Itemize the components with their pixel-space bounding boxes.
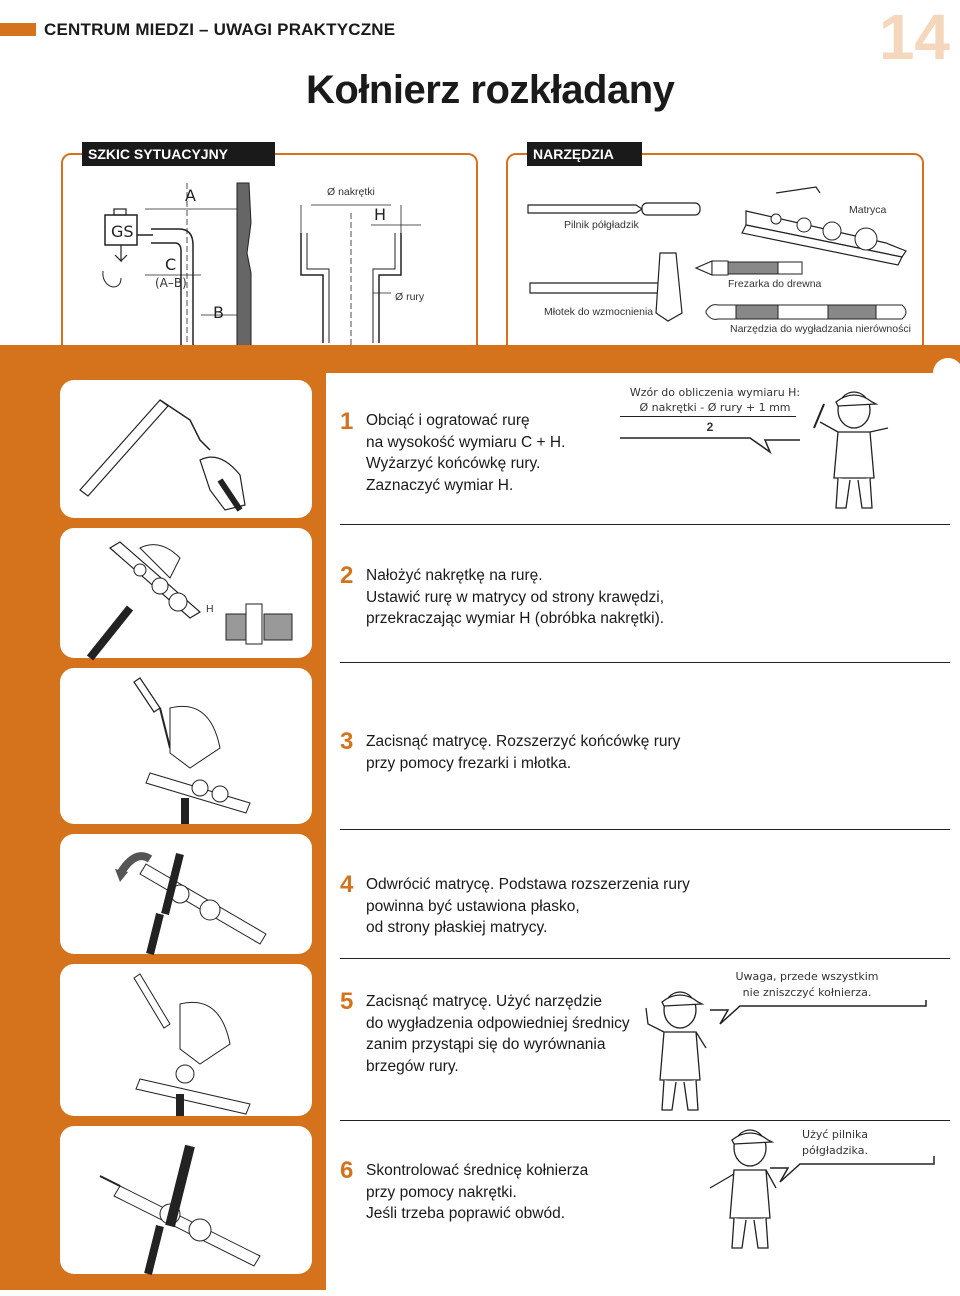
step-6-illustration — [60, 1126, 312, 1275]
step-4-illustration — [60, 834, 312, 955]
sketch-label-gs: GS — [111, 222, 134, 241]
separator-3 — [340, 829, 950, 830]
step-1-number: 1 — [340, 408, 354, 435]
checking-drawing — [99, 1144, 261, 1275]
sketch-panel — [61, 153, 478, 363]
step-2-illustration: H — [60, 528, 312, 661]
step-3-text: Zacisnąć matrycę. Rozszerzyć końcówkę ru… — [366, 733, 681, 772]
tool-label-hammer: Młotek do wzmocnienia — [544, 306, 654, 318]
separator-5 — [340, 1120, 950, 1121]
page-number: 14 — [878, 1, 950, 73]
tools-panel — [506, 153, 924, 363]
separator-2 — [340, 662, 950, 663]
sketch-label-pipe-diameter: Ø rury — [395, 291, 425, 303]
file-bubble-pointer — [770, 1156, 935, 1183]
sketch-label-ab: (A–B) — [155, 276, 187, 290]
warning-note-line-2: nie zniszczyć kołnierza. — [742, 986, 872, 999]
formula-fraction-line — [620, 416, 796, 417]
step-2-number: 2 — [340, 562, 354, 589]
step-6-number: 6 — [340, 1157, 354, 1184]
file-note-line-1: Użyć pilnika — [802, 1128, 868, 1141]
corner-cutout — [933, 358, 960, 388]
sketch-label-b: B — [213, 303, 224, 322]
tools-illustration — [527, 186, 907, 322]
pipe-in-die-drawing — [86, 541, 293, 661]
flipped-die-drawing — [115, 852, 267, 955]
formula-line-3: 2 — [706, 420, 714, 434]
step-5-number: 5 — [340, 988, 354, 1015]
formula-line-1: Wzór do obliczenia wymiaru H: — [629, 386, 801, 399]
step-3-number: 3 — [340, 728, 354, 755]
sketch-label-a: A — [185, 186, 196, 205]
sketch-label-c: C — [165, 255, 177, 274]
formula-line-2: Ø nakrętki - Ø rury + 1 mm — [639, 401, 791, 414]
tab-tools: NARZĘDZIA — [527, 142, 642, 166]
pipe-cutting-drawing — [79, 399, 246, 512]
mascot-step-6 — [709, 1129, 777, 1249]
warning-note-line-1: Uwaga, przede wszystkim — [735, 970, 879, 983]
tool-label-milling: Frezarka do drewna — [728, 278, 822, 290]
step-5-illustration — [60, 964, 312, 1116]
expanding-drawing — [133, 677, 251, 824]
corner-cutout-bottom — [925, 1266, 955, 1296]
mascot-step-1 — [813, 391, 889, 509]
mascot-step-5 — [645, 991, 707, 1111]
step-4-text: Odwrócić matrycę. Podstawa rozszerzenia … — [366, 876, 690, 936]
tab-sketch: SZKIC SYTUACYJNY — [82, 142, 275, 166]
step-1-illustration — [60, 380, 312, 518]
separator-1 — [340, 524, 950, 525]
step-4-number: 4 — [340, 871, 354, 898]
step-3-illustration — [60, 668, 312, 824]
sketch-label-h: H — [374, 205, 387, 224]
tool-label-smoothing: Narzędzia do wygładzania nierówności — [730, 323, 911, 335]
installation-sketch — [102, 182, 421, 359]
step-2-text: Nałożyć nakrętkę na rurę.Ustawić rurę w … — [366, 567, 665, 627]
warning-bubble-pointer — [710, 1000, 927, 1025]
page-title: Kołnierz rozkładany — [306, 68, 675, 112]
header-accent-bar — [0, 23, 36, 36]
tool-label-file: Pilnik półgładzik — [564, 219, 639, 231]
step-2-label-h: H — [206, 603, 214, 615]
section-title: CENTRUM MIEDZI – UWAGI PRAKTYCZNE — [44, 20, 396, 39]
orange-stripe — [326, 345, 960, 373]
formula-bubble-pointer — [620, 437, 800, 455]
separator-4 — [340, 958, 950, 959]
tool-label-die: Matryca — [849, 204, 887, 216]
smoothing-drawing — [133, 973, 251, 1116]
sketch-label-nut-diameter: Ø nakrętki — [327, 186, 375, 198]
file-note-line-2: półgładzika. — [802, 1144, 868, 1157]
